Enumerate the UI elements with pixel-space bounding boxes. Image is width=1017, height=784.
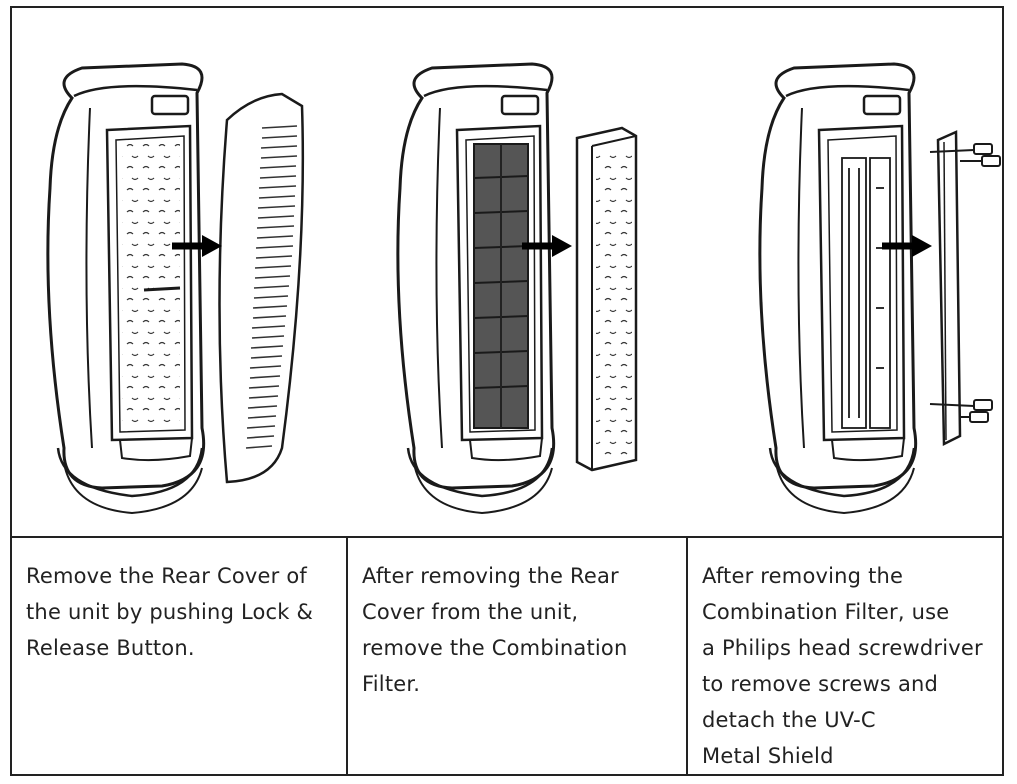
illustration-step-1 bbox=[46, 62, 305, 515]
instruction-table: Remove the Rear Cover of the unit by pus… bbox=[10, 6, 1004, 776]
instruction-text-row: Remove the Rear Cover of the unit by pus… bbox=[12, 536, 1002, 774]
illustration-row bbox=[12, 8, 1002, 538]
illustrations-svg bbox=[46, 62, 1001, 515]
illustration-step-2 bbox=[396, 62, 638, 515]
step-3-text: After removing the Combination Filter, u… bbox=[686, 536, 1002, 774]
step-2-text: After removing the Rear Cover from the u… bbox=[346, 536, 686, 774]
illustration-step-3 bbox=[758, 62, 1001, 515]
step-1-text: Remove the Rear Cover of the unit by pus… bbox=[26, 564, 314, 660]
